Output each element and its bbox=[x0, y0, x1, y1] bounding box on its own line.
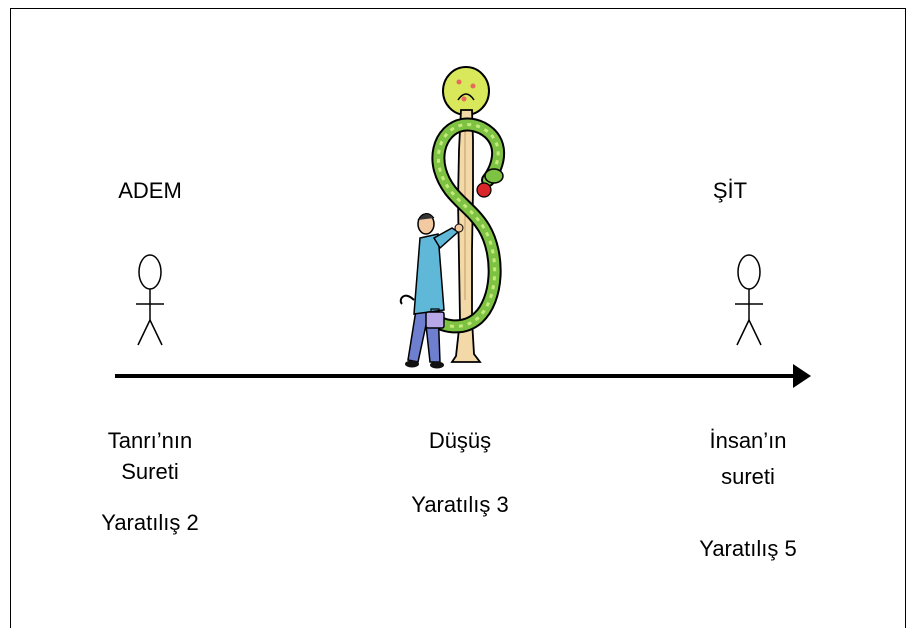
timeline-arrow bbox=[115, 364, 811, 388]
adem-caption-line-2: Sureti bbox=[121, 459, 179, 484]
serpent-icon bbox=[425, 117, 506, 334]
adem-caption-line-1: Tanrı’nın bbox=[107, 428, 193, 453]
man-with-briefcase-icon bbox=[399, 213, 464, 369]
fall-reference: Yaratılış 3 bbox=[411, 492, 509, 517]
adem-stick-figure bbox=[136, 254, 164, 346]
sit-reference: Yaratılış 5 bbox=[699, 536, 797, 561]
sit-label: ŞİT bbox=[712, 178, 748, 203]
diagram-frame bbox=[10, 8, 906, 628]
apple-icon bbox=[476, 182, 492, 198]
fall-caption: Düşüş bbox=[428, 428, 492, 453]
briefcase-icon bbox=[425, 311, 445, 329]
sit-stick-figure bbox=[735, 254, 763, 346]
sit-caption-line-1: İnsan’ın bbox=[709, 428, 787, 453]
adem-caption-line-3: Yaratılış 2 bbox=[101, 510, 199, 535]
fall-illustration bbox=[399, 66, 506, 369]
tree-icon bbox=[442, 66, 490, 363]
sit-caption-line-2: sureti bbox=[721, 464, 775, 489]
adem-label: ADEM bbox=[118, 178, 182, 203]
